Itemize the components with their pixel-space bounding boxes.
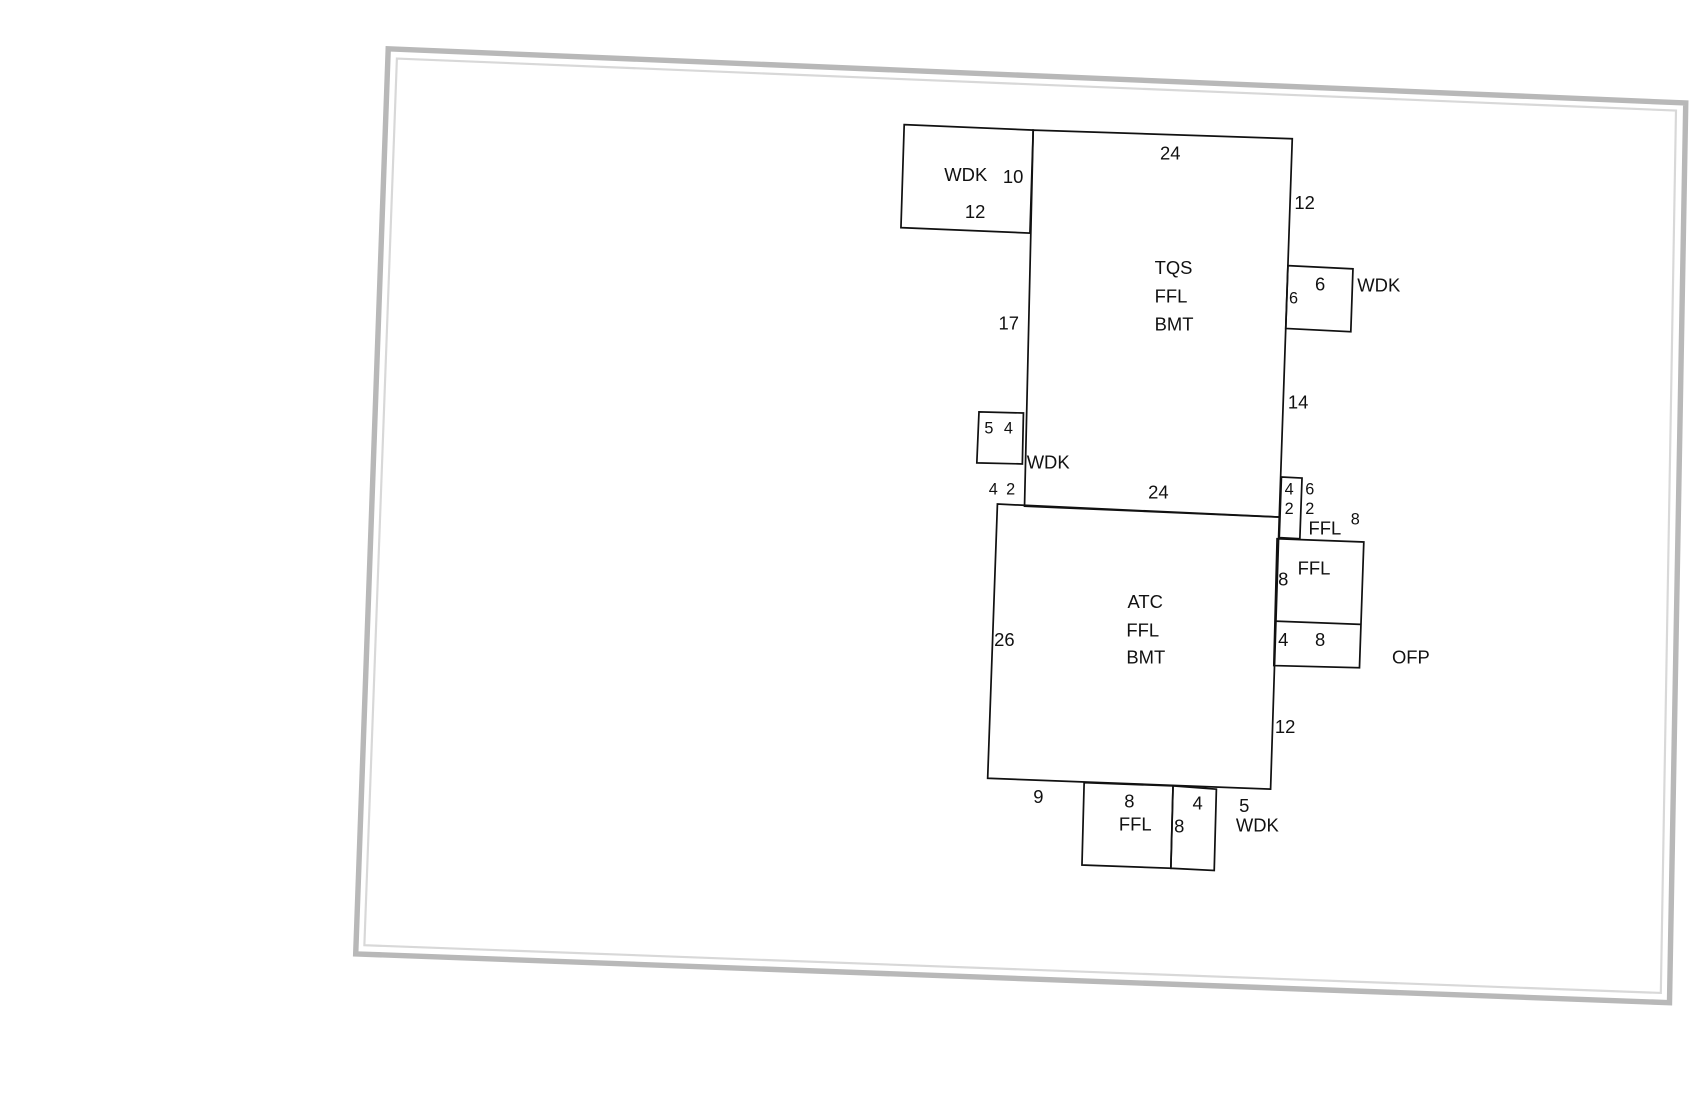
wdk-top-left-side: 10 <box>1003 166 1023 187</box>
wdk-top-left-bottom: 12 <box>965 201 985 222</box>
main-left-dim: 17 <box>999 313 1019 334</box>
wdk-bottom-label: WDK <box>1236 814 1280 835</box>
wdk-small-d: 2 <box>1006 480 1015 498</box>
small-right-a: 4 <box>1285 480 1294 498</box>
ffl-right-outline <box>1272 537 1365 669</box>
wdk-top-left-outline <box>900 123 1035 234</box>
wdk-bottom-top: 4 <box>1193 793 1203 814</box>
lower-left-dim: 26 <box>994 629 1014 650</box>
wdk-bottom-outline <box>1169 784 1218 872</box>
wdk-small-left-outline <box>975 411 1025 465</box>
small-right-d: 2 <box>1305 500 1314 518</box>
main-label-3: BMT <box>1155 314 1194 335</box>
ffl-bottom-label: FFL <box>1119 813 1152 834</box>
main-right-dim-upper: 12 <box>1294 192 1314 213</box>
lower-label-2: FFL <box>1126 619 1159 640</box>
page-frame <box>352 45 1689 1006</box>
lower-right-dim: 12 <box>1275 716 1295 737</box>
lower-bottom-left-dim: 9 <box>1033 786 1043 807</box>
wdk-small-c: 4 <box>989 480 998 498</box>
main-bottom-dim: 24 <box>1148 482 1168 503</box>
small-right-e: 8 <box>1351 511 1360 529</box>
small-right-label: FFL <box>1309 517 1342 538</box>
ofp-width: 8 <box>1315 629 1325 650</box>
lower-area-outline <box>986 503 1281 791</box>
small-right-c: 2 <box>1285 500 1294 518</box>
wdk-top-left-label: WDK <box>944 164 988 185</box>
wdk-right-outline <box>1284 264 1354 333</box>
main-label-2: FFL <box>1155 285 1188 306</box>
wdk-small-a: 5 <box>984 420 993 438</box>
wdk-small-b: 4 <box>1004 420 1013 438</box>
wdk-right-top: 6 <box>1315 274 1325 295</box>
ofp-side: 4 <box>1278 629 1288 650</box>
lower-label-1: ATC <box>1128 591 1163 612</box>
lower-label-3: BMT <box>1126 646 1165 667</box>
ofp-label: OFP <box>1392 646 1430 667</box>
wdk-small-label: WDK <box>1027 451 1071 472</box>
main-top-dim: 24 <box>1160 142 1180 163</box>
wdk-bottom-right: 5 <box>1239 795 1249 816</box>
wdk-right-label: WDK <box>1357 275 1401 296</box>
ffl-bottom-side: 8 <box>1174 816 1184 837</box>
ofp-divider <box>1274 620 1361 626</box>
main-label-1: TQS <box>1155 257 1193 278</box>
wdk-right-side: 6 <box>1289 290 1298 308</box>
small-right-b: 6 <box>1305 480 1314 498</box>
ffl-right-label: FFL <box>1298 558 1331 579</box>
ffl-right-side: 8 <box>1278 568 1288 589</box>
main-right-dim-lower: 14 <box>1288 392 1308 413</box>
ffl-bottom-top: 8 <box>1124 791 1134 812</box>
